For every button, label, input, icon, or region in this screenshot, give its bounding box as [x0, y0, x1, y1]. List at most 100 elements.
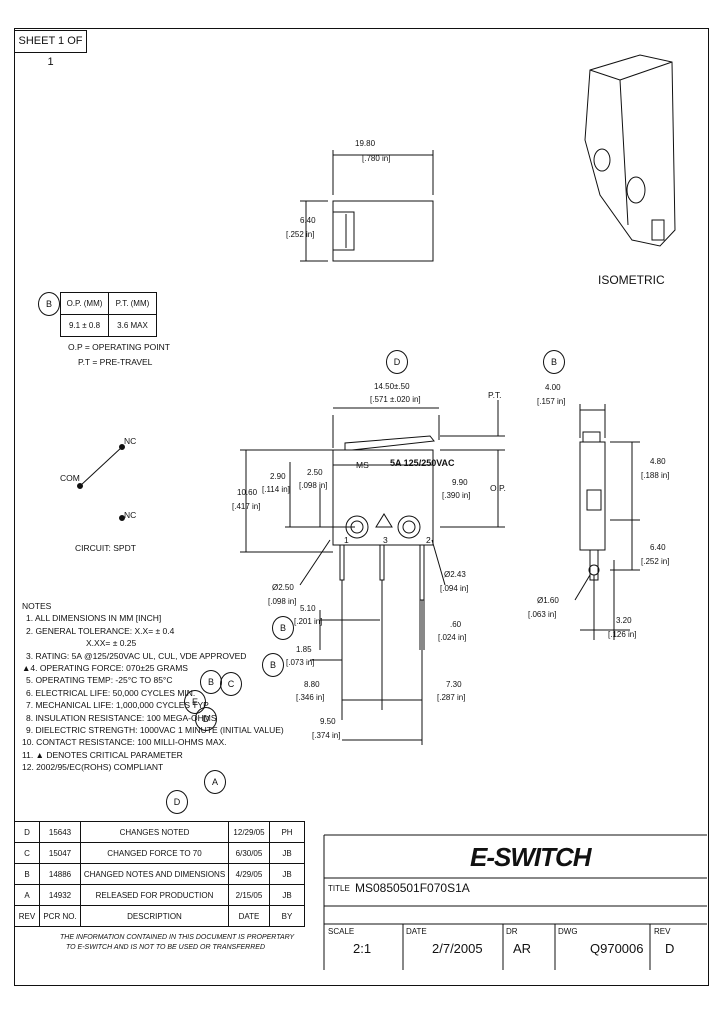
disclaimer-2: TO E-SWITCH AND IS NOT TO BE USED OR TRA…	[66, 944, 265, 951]
by-cell: JB	[269, 884, 305, 906]
front-length-dim: 14.50±.50	[374, 382, 410, 391]
top-height-in: [.252 in]	[286, 230, 315, 239]
note-11: 11. ▲ DENOTES CRITICAL PARAMETER	[22, 749, 183, 760]
dwg-label: DWG	[558, 927, 578, 936]
dim-880: 8.80	[304, 680, 320, 689]
date-header: DATE	[228, 905, 270, 927]
desc-cell: CHANGED NOTES AND DIMENSIONS	[80, 863, 229, 885]
rev-tag-c-note: C	[220, 672, 242, 696]
rev-tag-b-note: B	[200, 670, 222, 694]
desc-cell: RELEASED FOR PRODUCTION	[80, 884, 229, 906]
notes-title: NOTES	[22, 601, 52, 611]
dim-290-in: [.114 in]	[262, 485, 290, 494]
dim-250-in: [.098 in]	[299, 481, 328, 490]
rev-tag-b-185: B	[262, 653, 284, 677]
pcr-cell: 14932	[39, 884, 81, 906]
front-height-in: [.417 in]	[232, 502, 261, 511]
date-cell: 6/30/05	[228, 842, 270, 864]
by-header: BY	[269, 905, 305, 927]
circuit-label: CIRCUIT: SPDT	[75, 543, 136, 553]
date-cell: 2/15/05	[228, 884, 270, 906]
desc-cell: CHANGES NOTED	[80, 821, 229, 843]
note-8: 8. INSULATION RESISTANCE: 100 MEGA-OHMS	[26, 712, 217, 723]
pin-2: 2	[426, 535, 431, 545]
pt-legend: P.T = PRE-TRAVEL	[78, 357, 153, 367]
note-9: 9. DIELECTRIC STRENGTH: 1000VAC 1 MINUTE…	[26, 725, 284, 736]
scale-label: SCALE	[328, 927, 355, 936]
op-value: 9.1 ± 0.8	[60, 314, 109, 337]
circuit-nc-top: NC	[124, 436, 137, 446]
side-640-dim: 6.40	[650, 543, 666, 552]
hole2-dim: Ø2.43	[444, 570, 466, 579]
title-label: TITLE	[328, 884, 350, 893]
top-width-dim: 19.80	[355, 139, 376, 148]
circuit-com: COM	[60, 473, 80, 483]
scale-value: 2:1	[353, 941, 372, 956]
drawing-frame	[14, 28, 709, 986]
pcr-cell: 15643	[39, 821, 81, 843]
rev-tag-b-side: B	[543, 350, 565, 374]
disclaimer-1: THE INFORMATION CONTAINED IN THIS DOCUME…	[60, 934, 295, 941]
date-cell: 12/29/05	[228, 821, 270, 843]
rev-label: REV	[654, 927, 671, 936]
circuit-nc-bottom: NC	[124, 510, 137, 520]
revision-header: REV PCR NO. DESCRIPTION DATE BY	[14, 905, 305, 927]
side-320-in: [.126 in]	[608, 630, 637, 639]
side-hole-in: [.063 in]	[528, 610, 557, 619]
rev-header: REV	[14, 905, 40, 927]
operating-point-label: O.P.	[490, 483, 506, 493]
isometric-outline	[584, 54, 676, 247]
rev-value: D	[665, 941, 675, 956]
date-cell: 4/29/05	[228, 863, 270, 885]
dim-510: 5.10	[300, 604, 316, 613]
rev-tag-d-front: D	[386, 350, 408, 374]
rev-tag-d-note2: D	[166, 790, 188, 814]
rev-tag-a-note: A	[204, 770, 226, 794]
dim-880-in: [.346 in]	[296, 693, 325, 702]
note-3: 3. RATING: 5A @125/250VAC UL, CUL, VDE A…	[26, 650, 247, 661]
by-cell: PH	[269, 821, 305, 843]
hole1-in: [.098 in]	[268, 597, 297, 606]
dr-label: DR	[506, 927, 518, 936]
pin-3: 3	[383, 535, 388, 545]
dim-990-in: [.390 in]	[442, 491, 471, 500]
date-label: DATE	[406, 927, 427, 936]
rev-cell: B	[14, 863, 40, 885]
company-logo: E-SWITCH	[470, 842, 592, 872]
rev-cell: D	[14, 821, 40, 843]
dim-990: 9.90	[452, 478, 468, 487]
dim-250: 2.50	[307, 468, 323, 477]
sheet-number: SHEET 1 OF 1	[14, 30, 87, 68]
note-10: 10. CONTACT RESISTANCE: 100 MILLI-OHMS M…	[22, 737, 227, 748]
note-12: 12. 2002/95/EC(ROHS) COMPLIANT	[22, 762, 164, 773]
note-6: 6. ELECTRICAL LIFE: 50,000 CYCLES MIN.	[26, 687, 196, 698]
by-cell: JB	[269, 842, 305, 864]
top-view-outline	[332, 200, 434, 262]
note-4-text: 4. OPERATING FORCE: 070±25 GRAMS	[30, 663, 188, 674]
side-640-in: [.252 in]	[641, 557, 670, 566]
side-width-in: [.157 in]	[537, 397, 566, 406]
top-width-in: [.780 in]	[362, 154, 391, 163]
dim-950: 9.50	[320, 717, 336, 726]
dim-060-in: [.024 in]	[438, 633, 467, 642]
hole2-in: [.094 in]	[440, 584, 469, 593]
body-ms-mark: MS	[356, 460, 369, 470]
rev-tag-b-510: B	[272, 616, 294, 640]
part-number: MS0850501F070S1A	[355, 881, 470, 895]
side-480-in: [.188 in]	[641, 471, 670, 480]
circuit-common	[79, 446, 123, 487]
rev-cell: A	[14, 884, 40, 906]
dim-730: 7.30	[446, 680, 462, 689]
note-1: 1. ALL DIMENSIONS IN MM [INCH]	[26, 613, 162, 624]
pin-1: 1	[344, 535, 349, 545]
revision-row: D 15643 CHANGES NOTED 12/29/05 PH	[14, 821, 305, 843]
revision-row: C 15047 CHANGED FORCE TO 70 6/30/05 JB	[14, 842, 305, 864]
desc-header: DESCRIPTION	[80, 905, 229, 927]
dim-730-in: [.287 in]	[437, 693, 466, 702]
top-height-dim: 6.40	[300, 216, 316, 225]
revision-row: A 14932 RELEASED FOR PRODUCTION 2/15/05 …	[14, 884, 305, 906]
side-480-dim: 4.80	[650, 457, 666, 466]
note-7: 7. MECHANICAL LIFE: 1,000,000 CYCLES TYP…	[26, 700, 211, 711]
note-5: 5. OPERATING TEMP: -25°C TO 85°C	[26, 675, 173, 686]
